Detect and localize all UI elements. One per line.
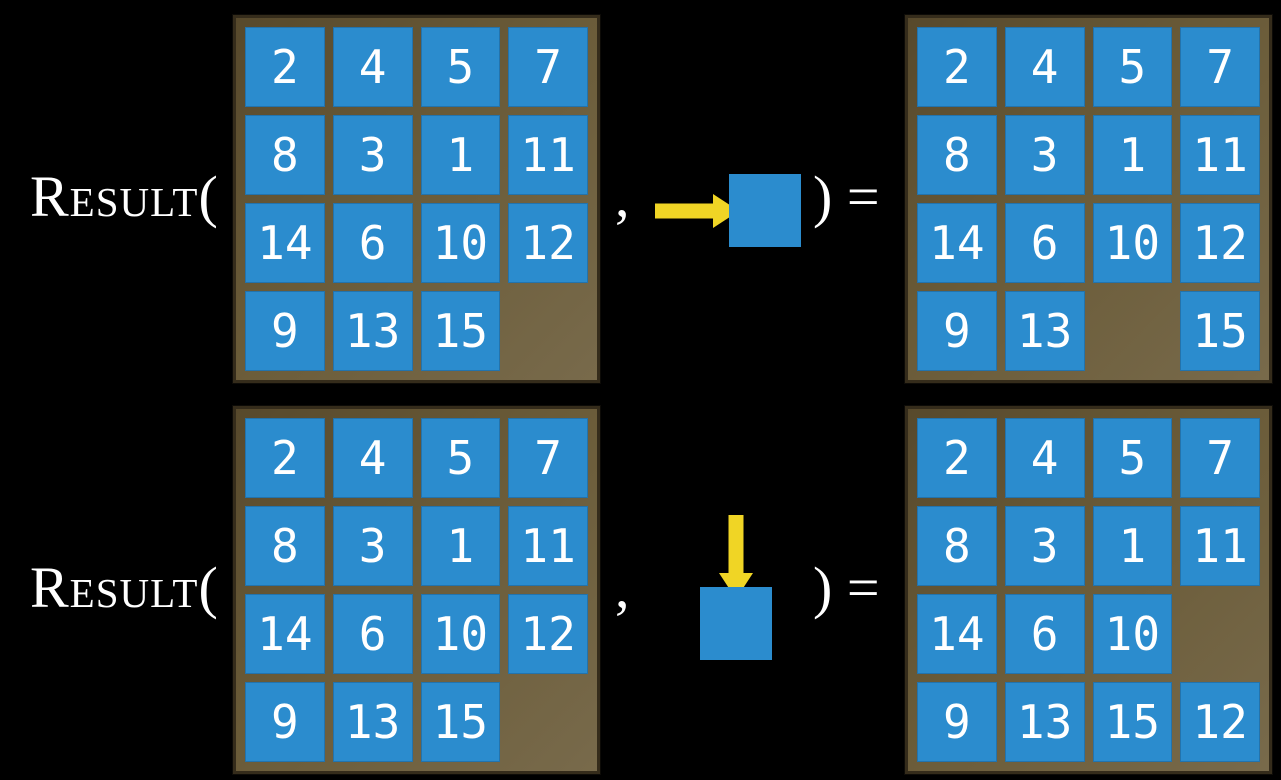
puzzle-tile: 3 [1004,506,1085,586]
blank-cell [1093,291,1173,371]
blank-cell [1180,594,1260,674]
puzzle-tile: 12 [508,203,588,283]
puzzle-tile: 3 [332,506,413,586]
puzzle-tile: 4 [1004,27,1085,107]
arrow-right-icon [655,194,739,228]
puzzle-tile: 4 [1004,418,1085,498]
puzzle-tile: 11 [1180,506,1260,586]
puzzle-tile: 15 [1092,682,1173,762]
puzzle-tile: 13 [1004,682,1085,762]
puzzle-tile: 6 [1004,594,1085,674]
blank-cell [508,291,588,371]
puzzle-tile: 5 [420,418,501,498]
puzzle-tile: 10 [1092,203,1173,283]
puzzle-tile: 4 [332,418,413,498]
puzzle-tile: 7 [1180,418,1260,498]
puzzle-tile: 12 [1180,203,1260,283]
puzzle-tile: 14 [917,203,997,283]
result-function-label: Result( [30,164,219,229]
puzzle-tile: 7 [508,27,588,107]
puzzle-tile: 14 [917,594,997,674]
puzzle-tile: 8 [245,506,325,586]
puzzle-tile: 6 [332,203,413,283]
puzzle-tile: 13 [1004,291,1085,371]
puzzle-tile: 15 [420,291,501,371]
puzzle-tile: 10 [420,594,501,674]
action-tile [700,587,772,660]
puzzle-tile: 2 [245,418,325,498]
puzzle-tile: 1 [1092,506,1173,586]
arrow-down-icon [719,515,753,599]
puzzle-tile: 7 [1180,27,1260,107]
puzzle-tile: 8 [245,115,325,195]
puzzle-tile: 11 [508,115,588,195]
puzzle-tile: 1 [1092,115,1173,195]
puzzle-tile: 7 [508,418,588,498]
puzzle-tile: 6 [332,594,413,674]
puzzle-tile: 13 [332,682,413,762]
puzzle-tile: 11 [508,506,588,586]
puzzle-tile: 8 [917,115,997,195]
puzzle-tile: 14 [245,203,325,283]
puzzle-tile: 5 [1092,418,1173,498]
puzzle-tile: 12 [508,594,588,674]
action-tile [729,174,801,247]
puzzle-tile: 9 [245,291,325,371]
puzzle-tile: 3 [332,115,413,195]
puzzle-tile: 15 [420,682,501,762]
puzzle-tile: 10 [420,203,501,283]
puzzle-tile: 9 [245,682,325,762]
puzzle-tile: 10 [1092,594,1173,674]
comma-separator: , [615,555,630,620]
puzzle-tile: 12 [1180,682,1260,762]
puzzle-tile: 1 [420,506,501,586]
puzzle-tile: 9 [917,291,997,371]
result-function-label: Result( [30,555,219,620]
puzzle-tile: 8 [917,506,997,586]
puzzle-tile: 14 [245,594,325,674]
comma-separator: , [615,164,630,229]
puzzle-tile: 6 [1004,203,1085,283]
puzzle-tile: 5 [420,27,501,107]
puzzle-tile: 2 [917,27,997,107]
puzzle-tile: 15 [1180,291,1260,371]
puzzle-tile: 11 [1180,115,1260,195]
puzzle-tile: 3 [1004,115,1085,195]
puzzle-tile: 2 [917,418,997,498]
puzzle-tile: 1 [420,115,501,195]
close-paren-equals: ) = [813,164,880,229]
puzzle-tile: 2 [245,27,325,107]
blank-cell [508,682,588,762]
close-paren-equals: ) = [813,555,880,620]
puzzle-tile: 13 [332,291,413,371]
puzzle-tile: 4 [332,27,413,107]
puzzle-tile: 5 [1092,27,1173,107]
puzzle-tile: 9 [917,682,997,762]
